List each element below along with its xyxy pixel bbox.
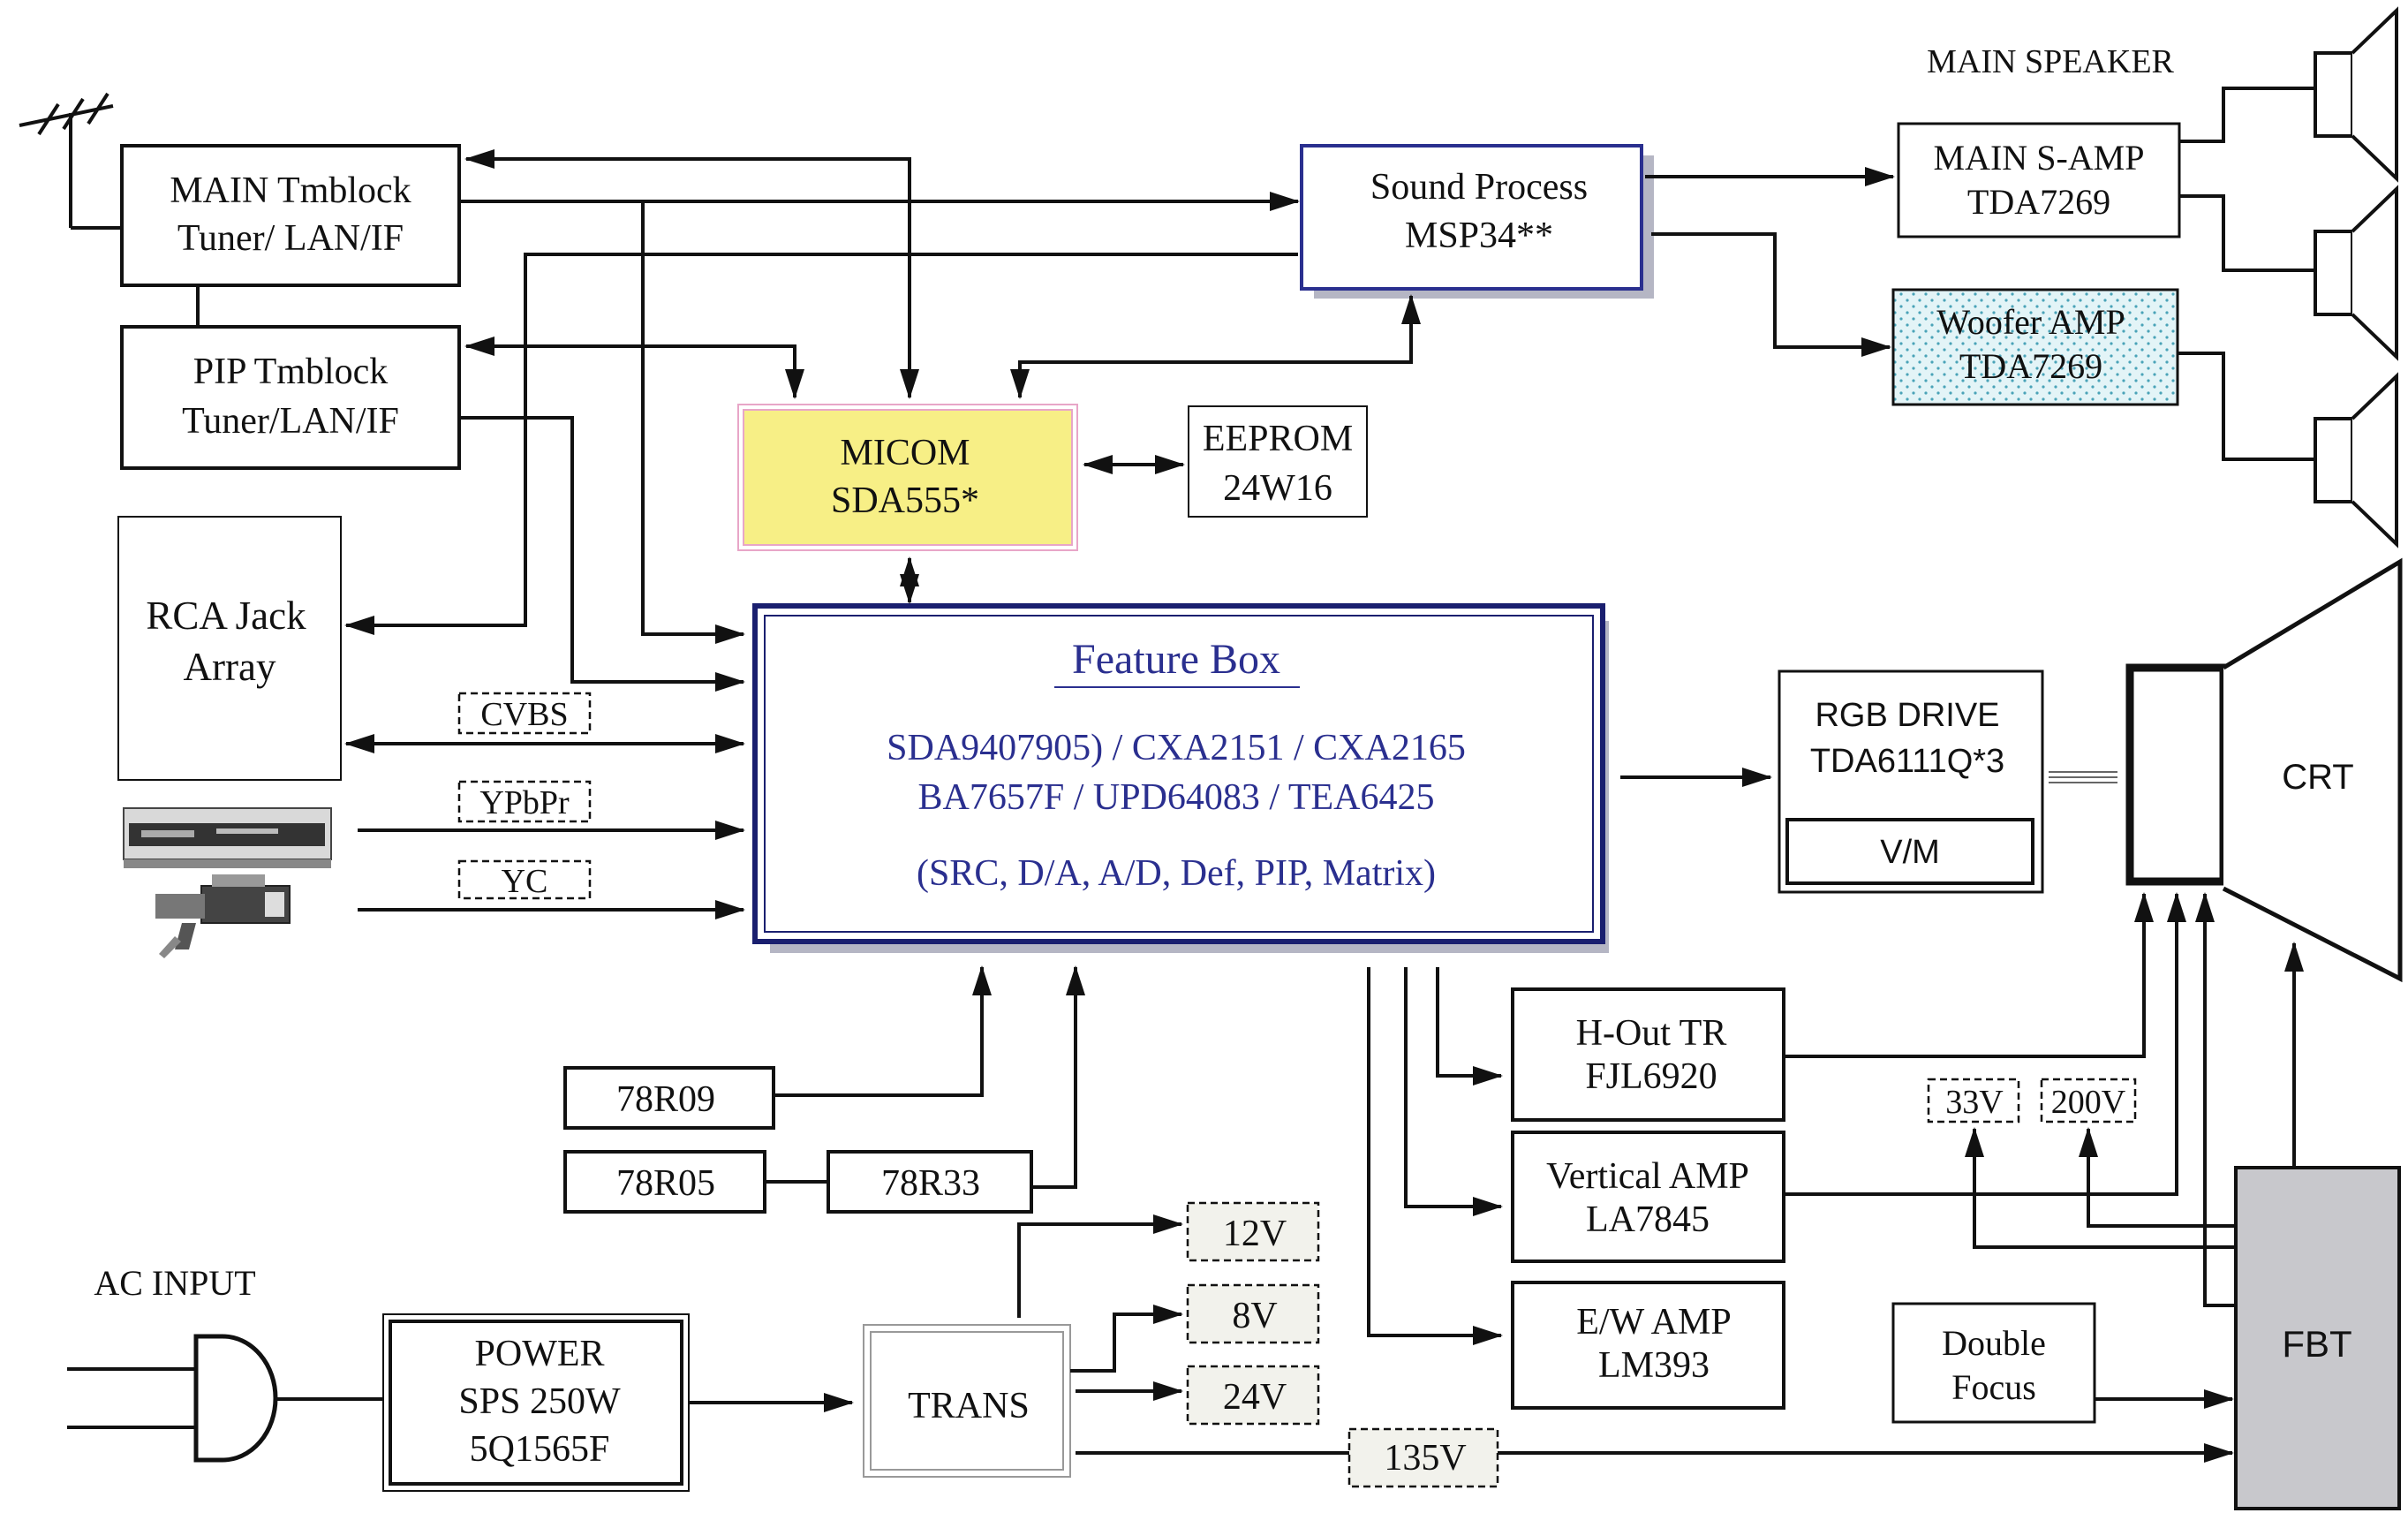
rca-jack-block: RCA Jack Array xyxy=(117,516,342,781)
antenna-icon xyxy=(19,92,122,230)
v24-tag: 24V xyxy=(1186,1365,1320,1426)
power-line2: SPS 250W xyxy=(458,1381,621,1422)
v24-label: 24V xyxy=(1223,1377,1287,1418)
main-tuner-line1: MAIN Tmblock xyxy=(170,170,411,211)
speaker-icon xyxy=(2314,372,2398,548)
h-out-line1: H-Out TR xyxy=(1576,1013,1727,1054)
cvbs-label: CVBS xyxy=(480,696,568,733)
ew-amp-line1: E/W AMP xyxy=(1576,1302,1731,1343)
trans-block: TRANS xyxy=(863,1324,1071,1478)
main-speaker-label: MAIN SPEAKER xyxy=(1927,43,2174,80)
reg-78r09-block: 78R09 xyxy=(563,1066,775,1130)
sound-process-line2: MSP34** xyxy=(1405,216,1553,256)
double-focus-line2: Focus xyxy=(1951,1367,2036,1407)
vm-label: V/M xyxy=(1880,834,1940,871)
reg-78r05-block: 78R05 xyxy=(563,1150,766,1214)
v12-label: 12V xyxy=(1223,1214,1287,1254)
micom-line2: SDA555* xyxy=(831,480,979,521)
double-focus-block: Double Focus xyxy=(1891,1302,2096,1424)
power-block: POWER SPS 250W 5Q1565F xyxy=(382,1313,690,1492)
rgb-drive-line2: TDA6111Q*3 xyxy=(1810,743,2004,780)
double-focus-line1: Double xyxy=(1942,1323,2046,1363)
pip-tuner-block: PIP Tmblock Tuner/LAN/IF xyxy=(120,325,461,470)
reg-78r33-block: 78R33 xyxy=(827,1150,1033,1214)
reg-78r09-label: 78R09 xyxy=(616,1079,715,1120)
v200-tag: 200V xyxy=(2040,1078,2137,1123)
micom-line1: MICOM xyxy=(840,433,970,473)
rgb-to-crt-link xyxy=(2049,771,2117,783)
speaker-icon xyxy=(2314,6,2398,183)
ac-input-label: AC INPUT xyxy=(94,1263,255,1303)
cvbs-tag: CVBS xyxy=(457,692,592,735)
power-line3: 5Q1565F xyxy=(470,1429,610,1470)
speaker-icon xyxy=(2314,185,2398,361)
rgb-drive-line1: RGB DRIVE xyxy=(1815,697,1999,734)
feature-box-line3: (SRC, D/A, A/D, Def, PIP, Matrix) xyxy=(917,853,1436,894)
vertical-amp-block: Vertical AMP LA7845 xyxy=(1511,1131,1785,1263)
fbt-block: FBT xyxy=(2234,1166,2401,1510)
v33-label: 33V xyxy=(1945,1084,2004,1121)
micom-block: MICOM SDA555* xyxy=(737,404,1078,551)
main-amp-line1: MAIN S-AMP xyxy=(1934,138,2145,178)
vertical-amp-line2: LA7845 xyxy=(1586,1199,1710,1240)
ac-plug-icon xyxy=(67,1334,278,1463)
eeprom-line2: 24W16 xyxy=(1223,468,1332,509)
crt-block: CRT xyxy=(2125,557,2403,983)
crt-label: CRT xyxy=(2282,758,2353,797)
yc-label: YC xyxy=(502,863,548,900)
ew-amp-block: E/W AMP LM393 xyxy=(1511,1281,1785,1410)
v8-label: 8V xyxy=(1232,1296,1277,1336)
main-amp-line2: TDA7269 xyxy=(1967,182,2110,222)
feature-box-title: Feature Box xyxy=(1072,636,1280,683)
vcr-icon xyxy=(123,807,332,868)
pip-tuner-line1: PIP Tmblock xyxy=(193,352,389,392)
v33-tag: 33V xyxy=(1927,1078,2020,1123)
feature-box-line1: SDA9407905) / CXA2151 / CXA2165 xyxy=(887,728,1466,768)
reg-78r33-label: 78R33 xyxy=(881,1163,980,1204)
main-tuner-block: MAIN Tmblock Tuner/ LAN/IF xyxy=(120,144,461,287)
connections xyxy=(277,87,2315,1463)
fbt-label: FBT xyxy=(2282,1323,2351,1365)
woofer-amp-block: Woofer AMP TDA7269 xyxy=(1891,288,2179,406)
rca-jack-line2: Array xyxy=(184,645,276,689)
h-out-block: H-Out TR FJL6920 xyxy=(1511,987,1785,1122)
feature-box-block: Feature Box SDA9407905) / CXA2151 / CXA2… xyxy=(752,603,1609,953)
woofer-amp-line1: Woofer AMP xyxy=(1936,302,2125,342)
feature-box-line2: BA7657F / UPD64083 / TEA6425 xyxy=(918,777,1435,818)
sound-process-line1: Sound Process xyxy=(1370,167,1588,208)
camcorder-icon xyxy=(155,874,291,958)
main-tuner-line2: Tuner/ LAN/IF xyxy=(177,218,404,259)
pip-tuner-line2: Tuner/LAN/IF xyxy=(182,401,399,442)
ew-amp-line2: LM393 xyxy=(1598,1345,1710,1386)
woofer-amp-line2: TDA7269 xyxy=(1959,346,2102,386)
rca-jack-line1: RCA Jack xyxy=(146,594,306,638)
ypbpr-label: YPbPr xyxy=(479,784,570,821)
v135-tag: 135V xyxy=(1347,1427,1499,1488)
yc-tag: YC xyxy=(457,859,592,900)
ypbpr-tag: YPbPr xyxy=(457,780,592,823)
rgb-drive-block: RGB DRIVE TDA6111Q*3 V/M xyxy=(1778,670,2044,894)
vertical-amp-line1: Vertical AMP xyxy=(1546,1156,1749,1197)
v8-tag: 8V xyxy=(1186,1283,1320,1344)
reg-78r05-label: 78R05 xyxy=(616,1163,715,1204)
v135-label: 135V xyxy=(1384,1438,1466,1479)
v12-tag: 12V xyxy=(1186,1201,1320,1262)
trans-label: TRANS xyxy=(908,1386,1030,1426)
eeprom-line1: EEPROM xyxy=(1203,419,1353,459)
main-amp-block: MAIN S-AMP TDA7269 xyxy=(1897,122,2181,238)
power-line1: POWER xyxy=(475,1334,605,1374)
sound-process-block: Sound Process MSP34** xyxy=(1300,144,1654,299)
eeprom-block: EEPROM 24W16 xyxy=(1188,405,1368,518)
h-out-line2: FJL6920 xyxy=(1585,1056,1717,1097)
v200-label: 200V xyxy=(2051,1084,2126,1121)
